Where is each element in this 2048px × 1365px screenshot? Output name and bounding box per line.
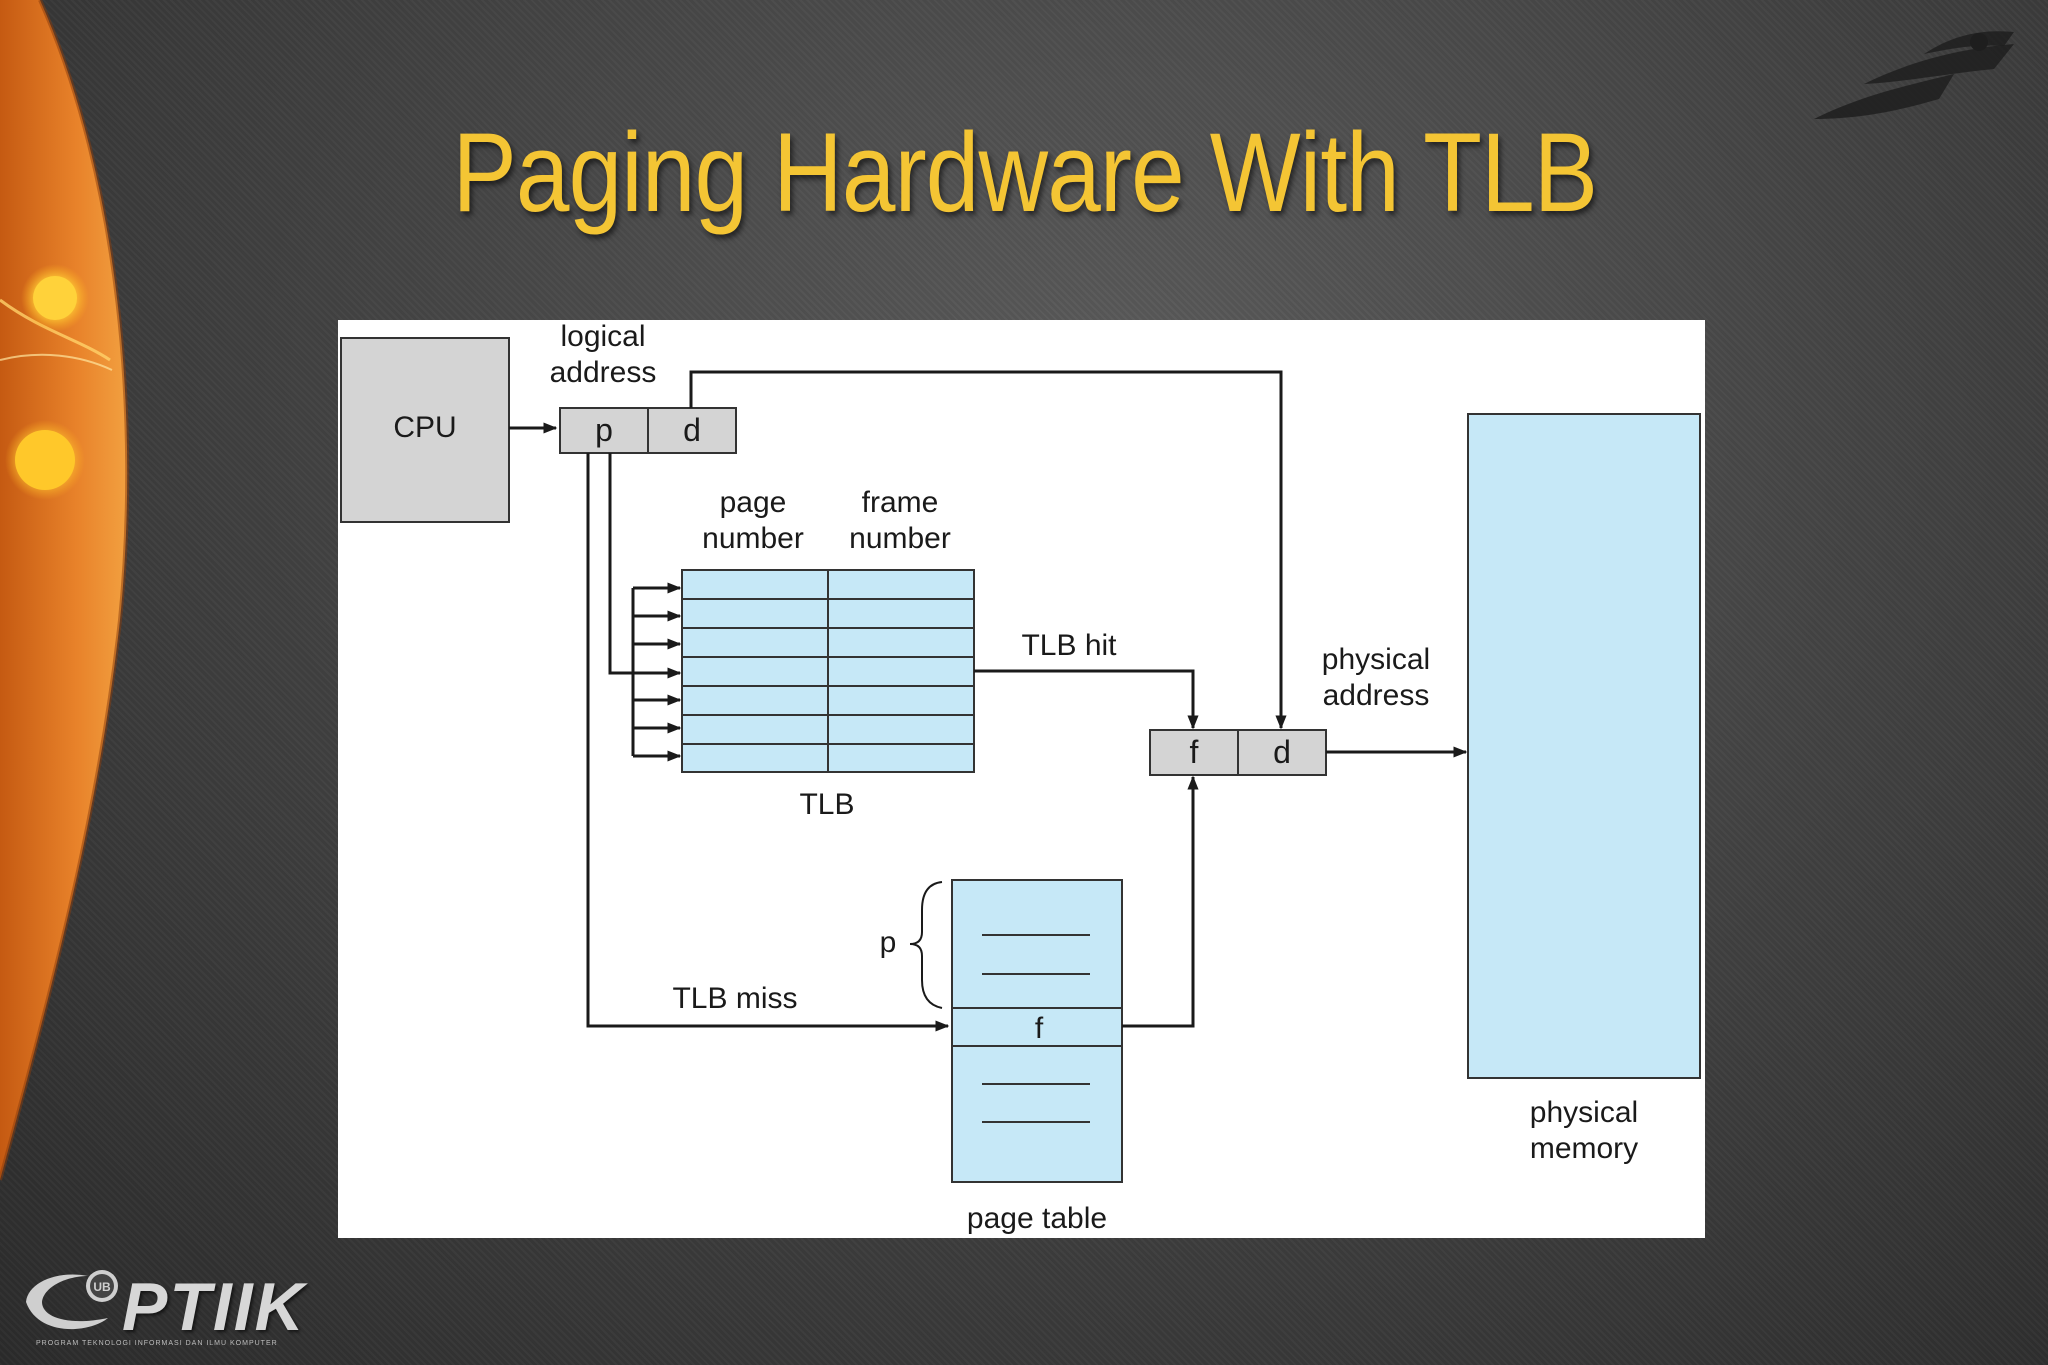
physical-memory-block — [1467, 413, 1701, 1079]
logo-badge-text: UB — [93, 1280, 111, 1294]
page-table-label: page table — [967, 1202, 1107, 1235]
paging-tlb-diagram: CPU logical address p d page number fram… — [338, 320, 1705, 1238]
physical-f-label: f — [1190, 734, 1199, 770]
ptiik-logo-tagline: PROGRAM TEKNOLOGI INFORMASI DAN ILMU KOM… — [36, 1340, 278, 1347]
page-table-to-frame-arrow — [1122, 775, 1199, 1028]
offset-route-arrow — [689, 370, 1287, 730]
physical-address-label-line2: address — [1323, 679, 1430, 712]
physical-address-label-line1: physical — [1322, 643, 1430, 676]
tlb-miss-label: TLB miss — [672, 982, 797, 1015]
physical-memory-label-line2: memory — [1530, 1132, 1638, 1165]
institution-logo-icon — [1814, 31, 2014, 119]
physical-memory-label-line1: physical — [1530, 1096, 1638, 1129]
tlb-label: TLB — [799, 788, 854, 821]
page-number-header-line2: number — [702, 522, 804, 555]
cpu-label: CPU — [393, 411, 456, 444]
logical-address-p-cell — [559, 407, 649, 454]
physical-address-d-cell — [1237, 729, 1327, 776]
diagram-canvas: CPU logical address p d page number fram… — [340, 320, 1701, 1235]
page-number-header-line1: page — [720, 486, 787, 519]
tlb-miss-arrow — [586, 453, 950, 1032]
ptiik-logo-text: PTIIK — [122, 1269, 306, 1345]
tlb-hit-label: TLB hit — [1021, 629, 1117, 662]
tlb-table — [681, 569, 975, 773]
page-table-p-label: p — [880, 926, 897, 959]
page-table-brace — [909, 881, 943, 1009]
logical-address-label-line2: address — [550, 356, 657, 389]
tlb-hit-arrow — [974, 669, 1199, 730]
logical-address-label-line1: logical — [560, 320, 645, 353]
ptiik-swirl-logo-icon: UB — [26, 1270, 118, 1330]
cpu-box — [340, 337, 510, 523]
frame-number-header-line1: frame — [862, 486, 939, 519]
page-table — [951, 879, 1123, 1183]
logical-p-label: p — [595, 412, 613, 448]
orange-swoosh-decoration — [0, 0, 130, 1181]
slide-title: Paging Hardware With TLB — [452, 110, 1599, 235]
tlb-lookup-arrows — [608, 453, 682, 762]
frame-number-header-line2: number — [849, 522, 951, 555]
logical-d-label: d — [683, 412, 701, 448]
logical-address-d-cell — [647, 407, 737, 454]
physical-d-label: d — [1273, 734, 1291, 770]
physical-address-f-cell — [1149, 729, 1239, 776]
page-table-f-label: f — [1035, 1012, 1044, 1045]
